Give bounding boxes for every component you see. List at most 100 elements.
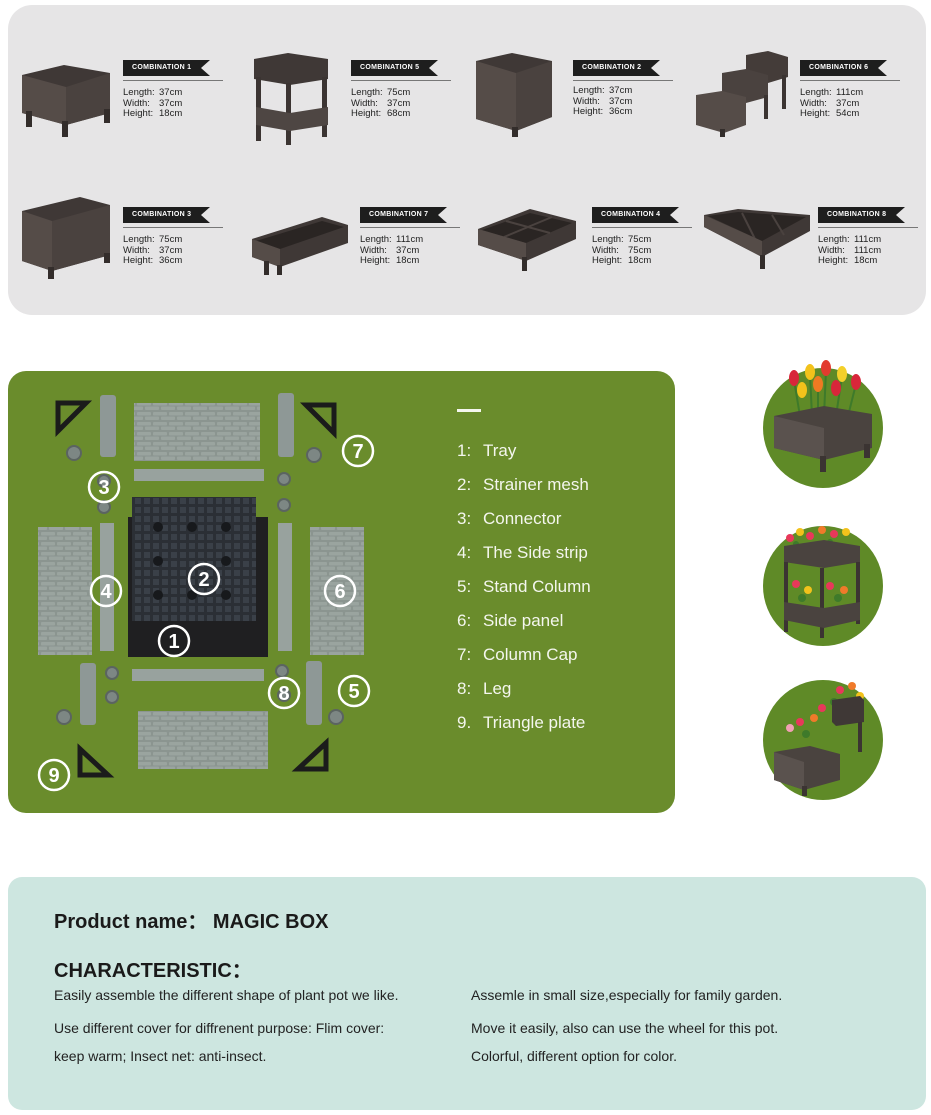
length-label: Length: bbox=[818, 234, 850, 245]
list-item: 9. Triangle plate bbox=[457, 706, 591, 740]
planter-photo-two-tier bbox=[763, 526, 883, 646]
length-value: 111cm bbox=[396, 234, 424, 245]
part-number: 9. bbox=[457, 713, 472, 732]
height-value: 54cm bbox=[836, 108, 860, 119]
length-label: Length: bbox=[351, 87, 383, 98]
product-name: Product name： MAGIC BOX bbox=[54, 911, 329, 933]
height-label: Height: bbox=[360, 255, 391, 266]
list-item: 8: Leg bbox=[457, 672, 591, 706]
part-marker-4: 4 bbox=[89, 574, 123, 608]
svg-text:3: 3 bbox=[98, 477, 109, 499]
part-name: The Side strip bbox=[483, 543, 588, 562]
length-value: 37cm bbox=[159, 87, 183, 98]
planter-image bbox=[478, 209, 576, 271]
width-label: Width: bbox=[123, 244, 150, 256]
part-name: Tray bbox=[483, 441, 517, 460]
divider bbox=[818, 227, 918, 228]
list-item: 2: Strainer mesh bbox=[457, 468, 591, 502]
planter-image bbox=[704, 209, 810, 269]
list-item: 1:Tray bbox=[457, 434, 591, 468]
part-name: Leg bbox=[483, 679, 512, 698]
part-number: 8: bbox=[457, 679, 472, 698]
combination-label: COMBINATION 1 bbox=[123, 60, 210, 76]
part-marker-9: 9 bbox=[37, 758, 71, 792]
width-label: Width: bbox=[800, 97, 827, 109]
planter-image bbox=[252, 217, 348, 275]
length-label: Length: bbox=[800, 87, 832, 98]
width-value: 37cm bbox=[387, 97, 411, 109]
dimensions: Length:111cm Width:37cm Height:18cm bbox=[360, 234, 424, 267]
part-number: 2: bbox=[457, 475, 472, 494]
length-value: 75cm bbox=[159, 234, 183, 245]
length-value: 75cm bbox=[387, 87, 411, 98]
part-name: Stand Column bbox=[483, 577, 591, 596]
width-value: 75cm bbox=[628, 244, 652, 256]
part-name: Strainer mesh bbox=[483, 475, 589, 494]
planter-image bbox=[22, 197, 110, 279]
height-value: 18cm bbox=[854, 255, 878, 266]
part-marker-3: 3 bbox=[87, 470, 121, 504]
width-label: Width: bbox=[818, 244, 845, 256]
list-item: 4:The Side strip bbox=[457, 536, 591, 570]
dimensions: Length:75cm Width:37cm Height:36cm bbox=[123, 234, 183, 267]
width-label: Width: bbox=[123, 97, 150, 109]
characteristic-line: Assemle in small size,especially for fam… bbox=[471, 987, 783, 1003]
divider bbox=[123, 227, 223, 228]
combination-label: COMBINATION 3 bbox=[123, 207, 210, 223]
length-label: Length: bbox=[123, 234, 155, 245]
height-value: 18cm bbox=[159, 108, 183, 119]
part-number: 3: bbox=[457, 509, 472, 528]
part-marker-8: 8 bbox=[267, 676, 301, 710]
planter-image bbox=[254, 53, 328, 145]
part-number: 7: bbox=[457, 645, 472, 664]
part-name: Triangle plate bbox=[483, 713, 586, 732]
width-label: Width: bbox=[573, 95, 600, 107]
characteristic-line: Easily assemble the different shape of p… bbox=[54, 987, 399, 1003]
svg-text:8: 8 bbox=[278, 683, 289, 705]
width-value: 37cm bbox=[159, 97, 183, 109]
divider bbox=[592, 227, 692, 228]
dimensions: Length: 111cm Width: 37cm Height: 54cm bbox=[800, 87, 864, 120]
divider bbox=[351, 80, 451, 81]
svg-text:5: 5 bbox=[348, 681, 359, 703]
height-label: Height: bbox=[351, 108, 382, 119]
svg-text:1: 1 bbox=[168, 631, 179, 653]
length-value: 111cm bbox=[854, 234, 882, 245]
planter-image bbox=[476, 53, 552, 137]
characteristic-line: Move it easily, also can use the wheel f… bbox=[471, 1020, 779, 1036]
planter-photo-tulips bbox=[763, 360, 883, 488]
height-value: 36cm bbox=[159, 255, 183, 266]
width-value: 37cm bbox=[836, 97, 860, 109]
list-item: 7: Column Cap bbox=[457, 638, 591, 672]
svg-text:4: 4 bbox=[100, 581, 112, 603]
combination-label: COMBINATION 5 bbox=[351, 60, 438, 76]
parts-panel: 1 2 3 4 5 6 7 8 9 1:Tray 2:Strainer mesh… bbox=[8, 371, 675, 813]
length-label: Length: bbox=[360, 234, 392, 245]
width-value: 111cm bbox=[854, 244, 882, 256]
svg-text:2: 2 bbox=[198, 569, 209, 591]
height-label: Height: bbox=[800, 108, 831, 119]
planter-image bbox=[22, 65, 110, 137]
part-marker-5: 5 bbox=[337, 674, 371, 708]
width-label: Width: bbox=[592, 244, 619, 256]
combination-label: COMBINATION 4 bbox=[592, 207, 679, 223]
dimensions: Length:75cm Width:75cm Height:18cm bbox=[592, 234, 652, 267]
divider bbox=[573, 80, 673, 81]
combination-label: COMBINATION 8 bbox=[818, 207, 905, 223]
width-value: 37cm bbox=[159, 244, 183, 256]
length-value: 111cm bbox=[836, 87, 864, 98]
divider bbox=[360, 227, 460, 228]
combination-label: COMBINATION 7 bbox=[360, 207, 447, 223]
list-item: 5:Stand Column bbox=[457, 570, 591, 604]
characteristic-line: keep warm; Insect net: anti-insect. bbox=[54, 1048, 267, 1064]
height-label: Height: bbox=[592, 255, 623, 266]
height-value: 18cm bbox=[396, 255, 420, 266]
height-label: Height: bbox=[573, 106, 604, 117]
part-name: Column Cap bbox=[483, 645, 578, 664]
planter-image bbox=[696, 51, 788, 137]
width-label: Width: bbox=[360, 244, 387, 256]
height-label: Height: bbox=[123, 108, 154, 119]
dimensions: Length:37cm Width:37cm Height:36cm bbox=[573, 85, 633, 118]
height-value: 36cm bbox=[609, 106, 633, 117]
characteristic-line: Colorful, different option for color. bbox=[471, 1048, 677, 1064]
